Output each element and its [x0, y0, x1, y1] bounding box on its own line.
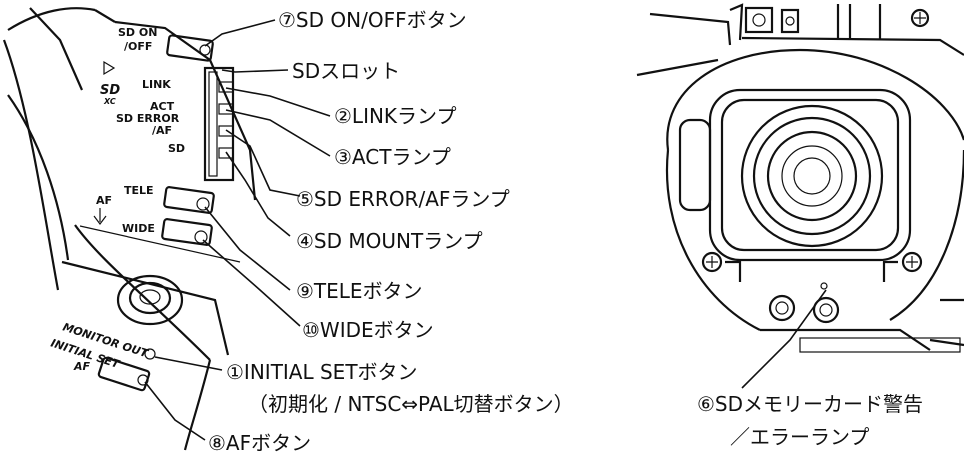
- label-sd: SD: [168, 142, 185, 155]
- callout-tele-button: ⑨TELEボタン: [296, 279, 423, 303]
- sd-slot[interactable]: [203, 66, 235, 182]
- callout-initial-set-button: ①INITIAL SETボタン: [226, 360, 418, 384]
- monitor-out-connector: [116, 274, 184, 326]
- label-link: LINK: [142, 78, 171, 91]
- label-af-bottom: AF: [73, 360, 91, 373]
- callout-sd-slot: SDスロット: [292, 59, 400, 83]
- callout-sd-error-af-lamp: ⑤SD ERROR/AFランプ: [296, 187, 510, 211]
- screw-left-icon: [701, 251, 723, 273]
- lamp-column: [218, 81, 234, 159]
- af-arrow-icon: [93, 208, 107, 225]
- sdxc-logo-icon: SD XC: [100, 60, 120, 106]
- callout-sd-mount-lamp: ④SD MOUNTランプ: [296, 229, 483, 253]
- label-af: AF: [96, 194, 112, 207]
- sd-error-af-lamp: [218, 125, 234, 137]
- label-af-slash: /AF: [152, 124, 172, 137]
- svg-text:XC: XC: [103, 97, 116, 106]
- label-sd-error: SD ERROR: [116, 112, 180, 125]
- tele-button[interactable]: [163, 186, 215, 214]
- callout-initial-set-sub: （初期化 / NTSC⇔PAL切替ボタン）: [248, 392, 574, 416]
- svg-text:SD: SD: [100, 83, 120, 98]
- callout-sd-warning-lamp-sub: ／エラーランプ: [730, 425, 869, 449]
- label-tele: TELE: [124, 184, 154, 197]
- sd-on-off-button[interactable]: [166, 34, 214, 62]
- sd-mount-lamp: [218, 147, 234, 159]
- callout-wide-button: ⑩WIDEボタン: [302, 318, 434, 342]
- leader-lines-left: [144, 19, 331, 441]
- label-wide: WIDE: [122, 222, 155, 235]
- label-act: ACT: [150, 100, 175, 113]
- label-off: /OFF: [124, 40, 152, 53]
- initial-set-button[interactable]: [144, 348, 156, 360]
- link-lamp: [218, 81, 234, 93]
- callout-sd-on-off: ⑦SD ON/OFFボタン: [278, 8, 467, 32]
- callout-sd-warning-lamp: ⑥SDメモリーカード警告: [697, 392, 923, 416]
- lens: [740, 104, 884, 248]
- act-lamp: [218, 103, 234, 115]
- control-panel-illustration: SD ON /OFF SD XC LINK ACT SD ERROR /AF S…: [2, 7, 257, 451]
- callout-af-button: ⑧AFボタン: [208, 431, 311, 454]
- callout-act-lamp: ③ACTランプ: [334, 145, 451, 169]
- leader-line-right: [741, 289, 827, 389]
- sd-warning-lamp: [820, 282, 828, 290]
- callouts-left: ⑦SD ON/OFFボタン SDスロット ②LINKランプ ③ACTランプ ⑤S…: [208, 8, 574, 454]
- label-sd-on: SD ON: [118, 26, 157, 39]
- callout-link-lamp: ②LINKランプ: [334, 104, 456, 128]
- camera-front-illustration: [636, 3, 964, 353]
- wide-button[interactable]: [161, 218, 213, 246]
- af-button[interactable]: [97, 356, 151, 392]
- screw-right-icon: [901, 251, 923, 273]
